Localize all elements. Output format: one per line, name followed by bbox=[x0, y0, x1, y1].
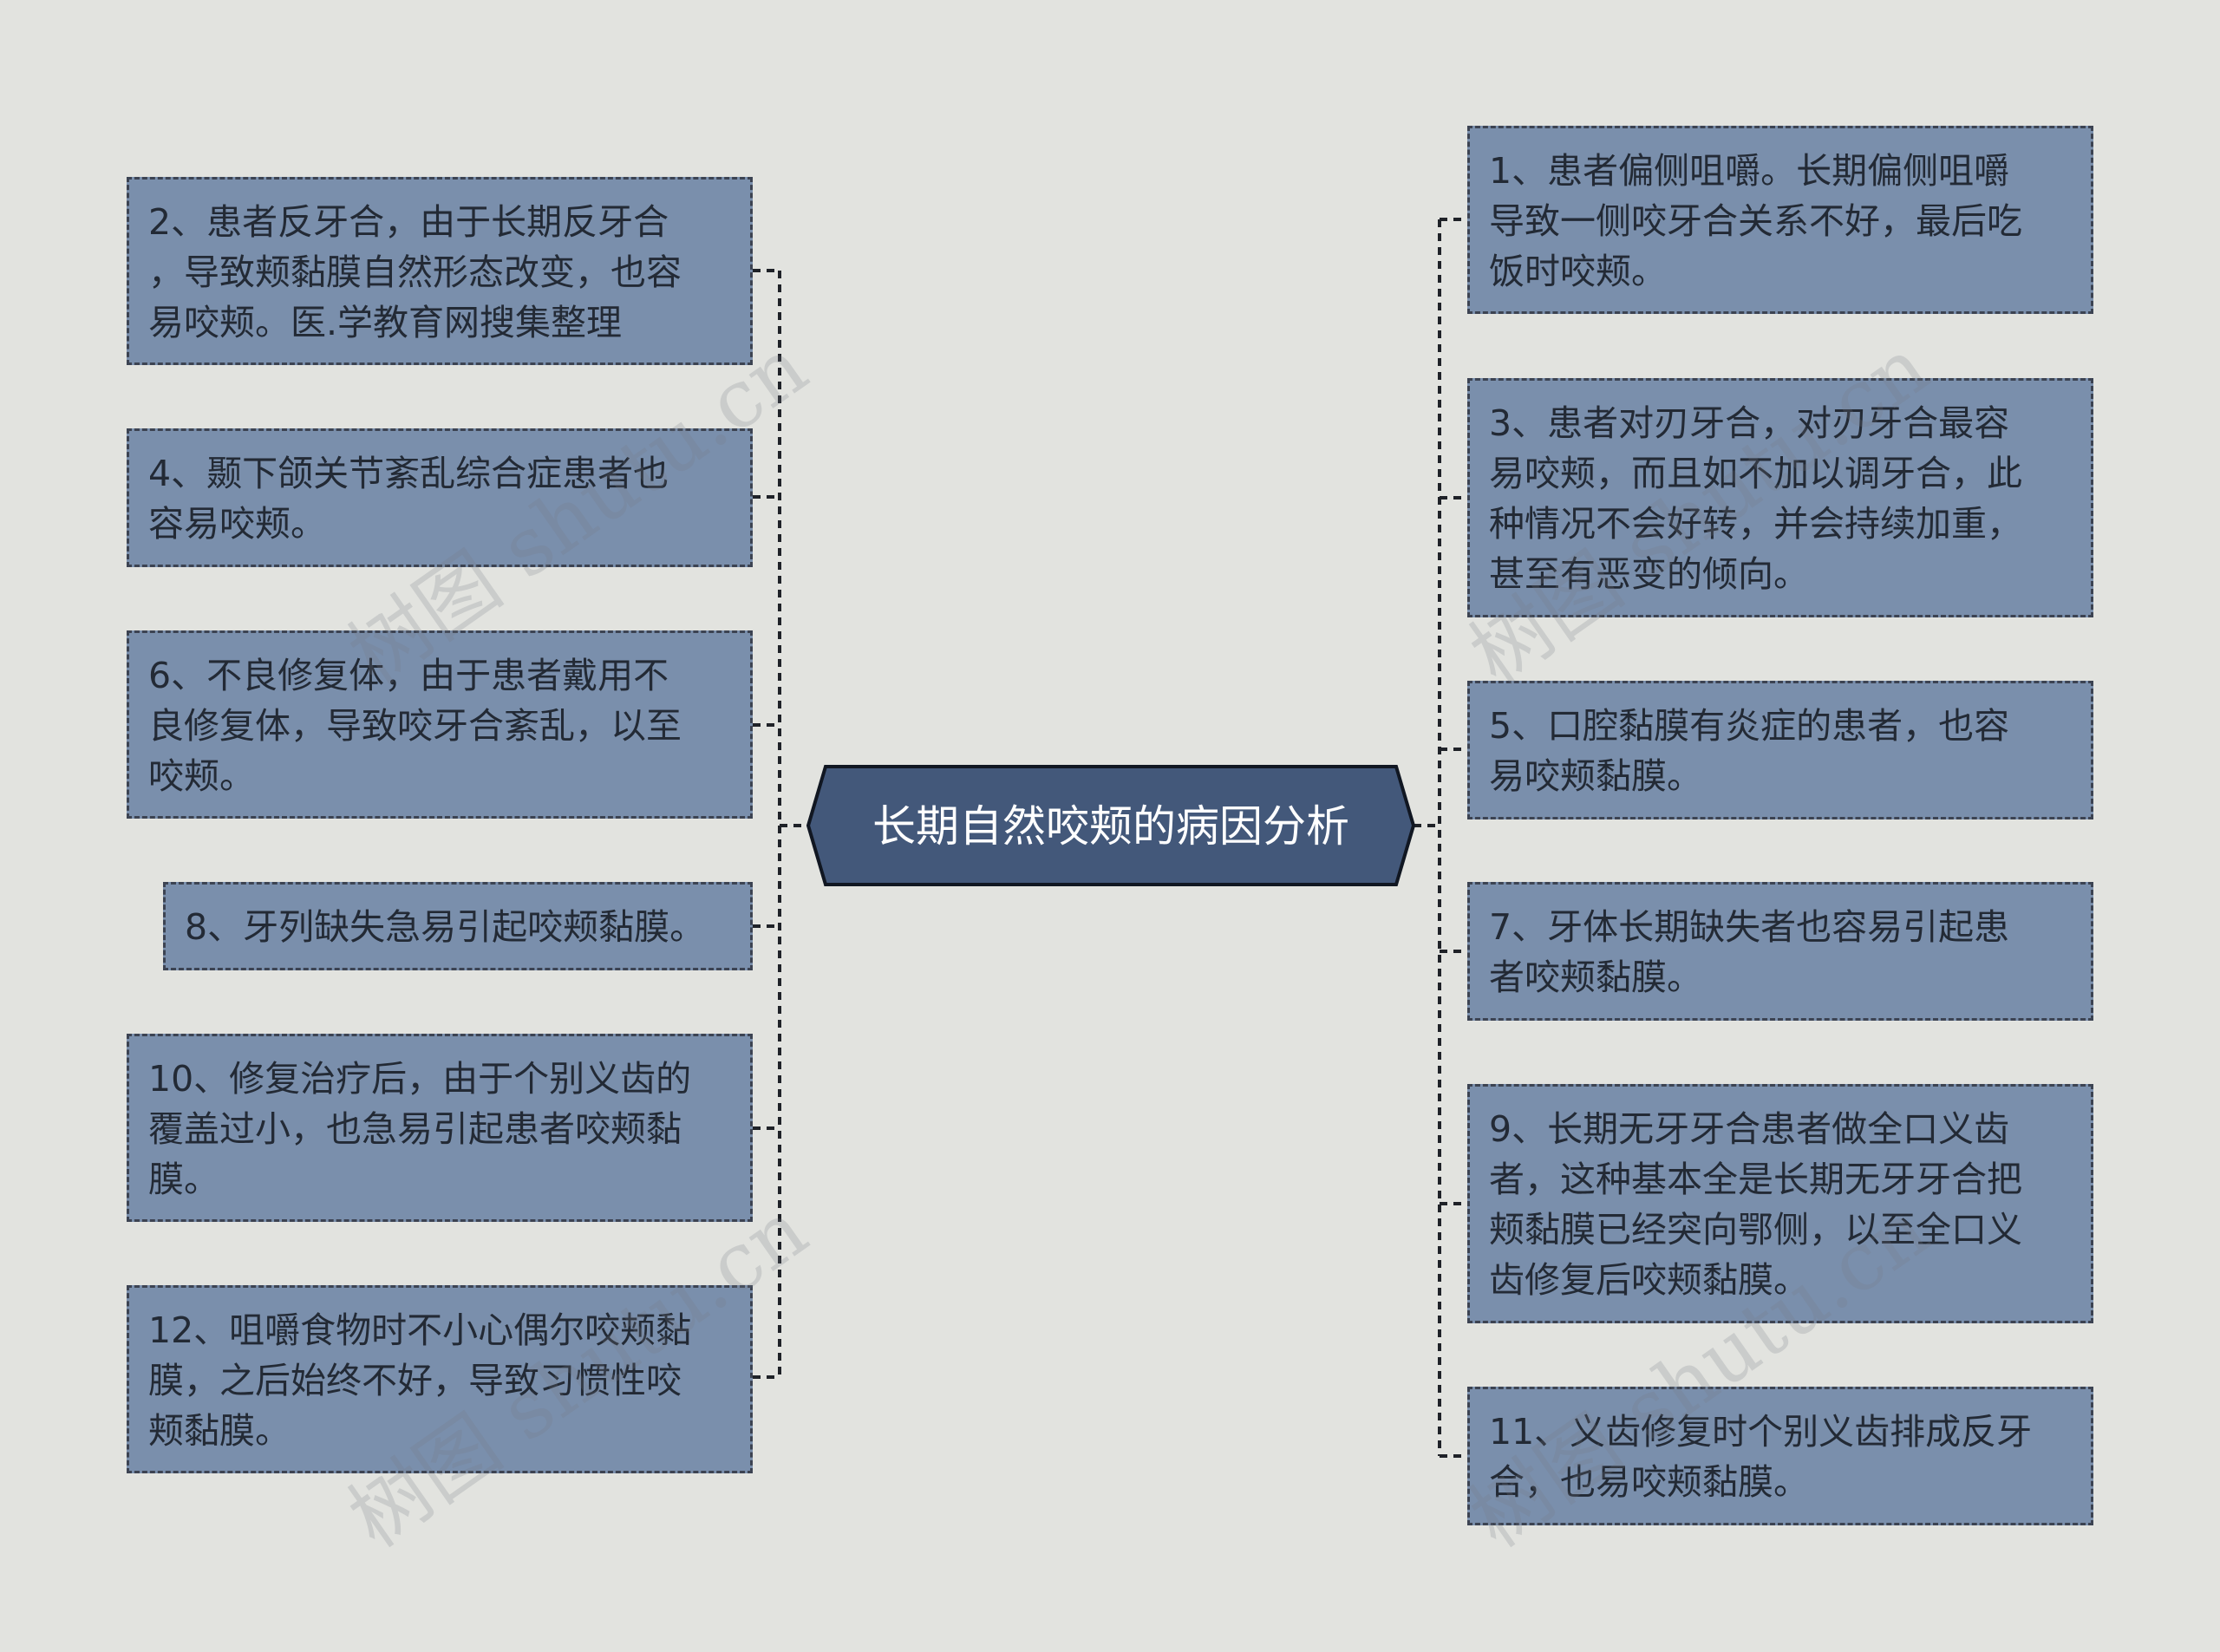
root-node-label: 长期自然咬颊的病因分析 bbox=[872, 801, 1349, 852]
branch-node-7: 7、牙体长期缺失者也容易引起患 者咬颊黏膜。 bbox=[1467, 882, 2093, 1021]
branch-node-11: 11、义齿修复时个别义齿排成反牙 合，也易咬颊黏膜。 bbox=[1467, 1387, 2093, 1525]
branch-node-3: 3、患者对刃牙合，对刃牙合最容 易咬颊，而且如不加以调牙合，此 种情况不会好转，… bbox=[1467, 378, 2093, 617]
branch-node-6: 6、不良修复体，由于患者戴用不 良修复体，导致咬牙合紊乱，以至 咬颊。 bbox=[127, 630, 753, 819]
branch-node-2: 2、患者反牙合，由于长期反牙合 ，导致颊黏膜自然形态改变，也容 易咬颊。医.学教… bbox=[127, 177, 753, 365]
branch-node-4: 4、颞下颌关节紊乱综合症患者也 容易咬颊。 bbox=[127, 428, 753, 567]
branch-node-1: 1、患者偏侧咀嚼。长期偏侧咀嚼 导致一侧咬牙合关系不好，最后吃 饭时咬颊。 bbox=[1467, 126, 2093, 314]
branch-node-10: 10、修复治疗后，由于个别义齿的 覆盖过小，也急易引起患者咬颊黏 膜。 bbox=[127, 1034, 753, 1222]
branch-node-12: 12、咀嚼食物时不小心偶尔咬颊黏 膜，之后始终不好，导致习惯性咬 颊黏膜。 bbox=[127, 1285, 753, 1473]
connector-lines bbox=[753, 218, 1467, 1458]
root-node-shape bbox=[806, 765, 1416, 886]
branch-node-5: 5、口腔黏膜有炎症的患者，也容 易咬颊黏膜。 bbox=[1467, 681, 2093, 819]
branch-node-8: 8、牙列缺失急易引起咬颊黏膜。 bbox=[163, 882, 753, 970]
branch-node-9: 9、长期无牙牙合患者做全口义齿 者，这种基本全是长期无牙牙合把 颊黏膜已经突向鄂… bbox=[1467, 1084, 2093, 1323]
